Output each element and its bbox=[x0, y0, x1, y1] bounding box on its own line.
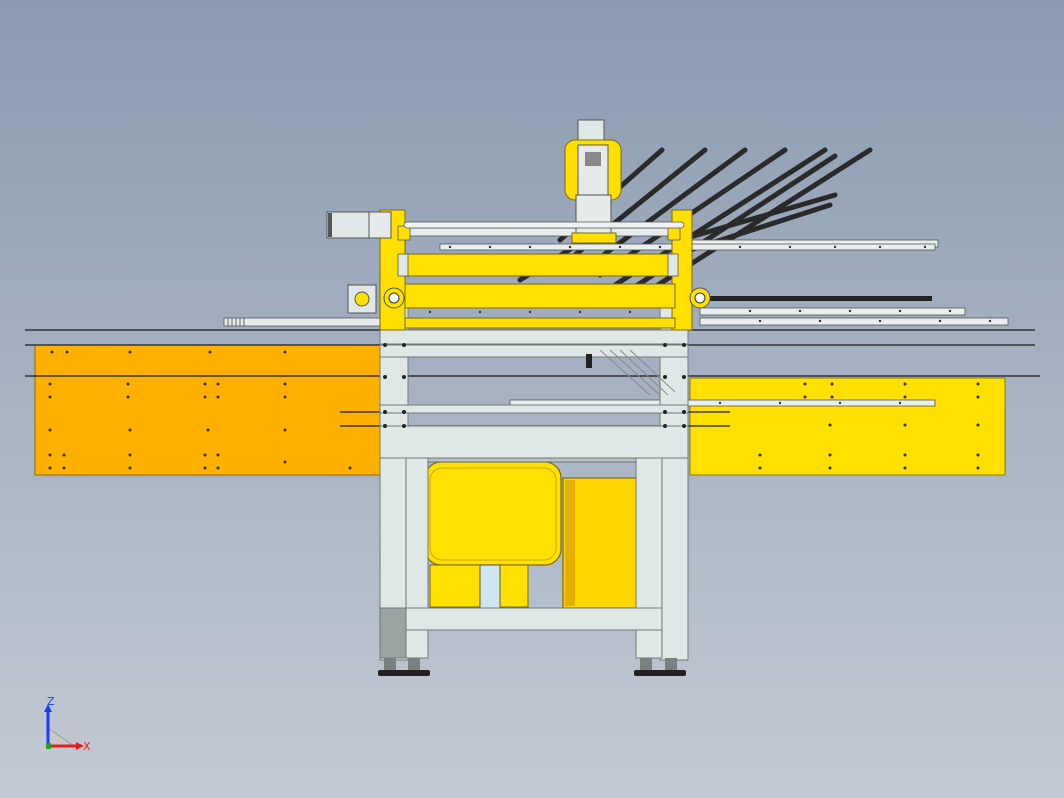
motor-box-yellow bbox=[424, 461, 562, 611]
leveling-feet bbox=[378, 658, 686, 676]
frame-bolts bbox=[383, 343, 686, 428]
upper-gantry bbox=[379, 209, 693, 331]
gantry-holes bbox=[428, 245, 662, 314]
top-guide-rod bbox=[403, 221, 685, 229]
right-yellow-plate bbox=[689, 377, 1006, 476]
left-orange-plate bbox=[34, 344, 381, 476]
left-motor-unit bbox=[326, 211, 392, 239]
x-axis-label: X bbox=[83, 740, 91, 753]
z-axis-label: Z bbox=[47, 696, 55, 708]
inner-diagonal-struts bbox=[586, 349, 676, 396]
left-screw-rail bbox=[223, 317, 385, 327]
y-axis-marker bbox=[46, 743, 51, 749]
axis-triad: Z X bbox=[44, 696, 91, 753]
control-box-yellow bbox=[562, 477, 644, 609]
pulleys bbox=[347, 284, 711, 314]
